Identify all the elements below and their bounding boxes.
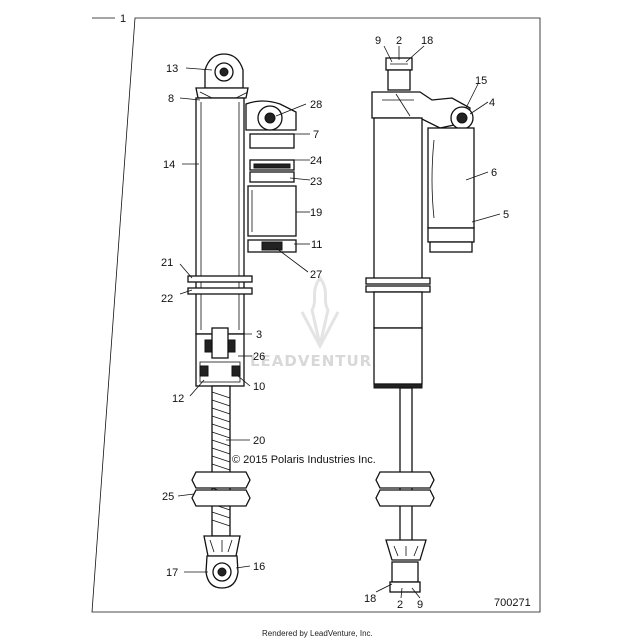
callout-26: 26 <box>253 351 265 363</box>
callout-19: 19 <box>310 207 322 219</box>
callout-2-top: 2 <box>396 35 402 47</box>
callout-15: 15 <box>475 75 487 87</box>
callout-17: 17 <box>166 567 178 579</box>
callout-21: 21 <box>161 257 173 269</box>
callout-9-bottom: 9 <box>417 599 423 611</box>
callout-8: 8 <box>168 93 174 105</box>
callout-5: 5 <box>503 209 509 221</box>
watermark-logo <box>300 275 340 350</box>
callout-20: 20 <box>253 435 265 447</box>
callout-13: 13 <box>166 63 178 75</box>
callout-4: 4 <box>489 97 495 109</box>
callout-10: 10 <box>253 381 265 393</box>
callout-18-top: 18 <box>421 35 433 47</box>
right-shock <box>365 57 475 593</box>
part-number: 700271 <box>494 597 531 609</box>
assembly-callout-label: 1 <box>120 13 126 25</box>
watermark-text: LEADVENTURE <box>250 352 383 370</box>
callout-23: 23 <box>310 176 322 188</box>
callouts: 13 8 14 21 22 3 26 10 12 20 25 17 16 28 … <box>161 35 509 611</box>
leader-lines <box>177 45 501 599</box>
callout-28: 28 <box>310 99 322 111</box>
callout-27: 27 <box>310 269 322 281</box>
callout-12: 12 <box>172 393 184 405</box>
callout-25: 25 <box>162 491 174 503</box>
left-shock <box>187 53 253 589</box>
callout-18-bottom: 18 <box>364 593 376 605</box>
callout-2-bottom: 2 <box>397 599 403 611</box>
callout-16: 16 <box>253 561 265 573</box>
diagram-frame <box>91 17 541 613</box>
callout-3: 3 <box>256 329 262 341</box>
copyright-notice: © 2015 Polaris Industries Inc. <box>232 454 376 466</box>
callout-6: 6 <box>491 167 497 179</box>
reservoir-exploded <box>245 100 297 253</box>
callout-9-top: 9 <box>375 35 381 47</box>
callout-24: 24 <box>310 155 322 167</box>
callout-7: 7 <box>313 129 319 141</box>
callout-22: 22 <box>161 293 173 305</box>
callout-14: 14 <box>163 159 175 171</box>
callout-11: 11 <box>311 239 322 251</box>
footer-credit: Rendered by LeadVenture, Inc. <box>262 629 373 638</box>
